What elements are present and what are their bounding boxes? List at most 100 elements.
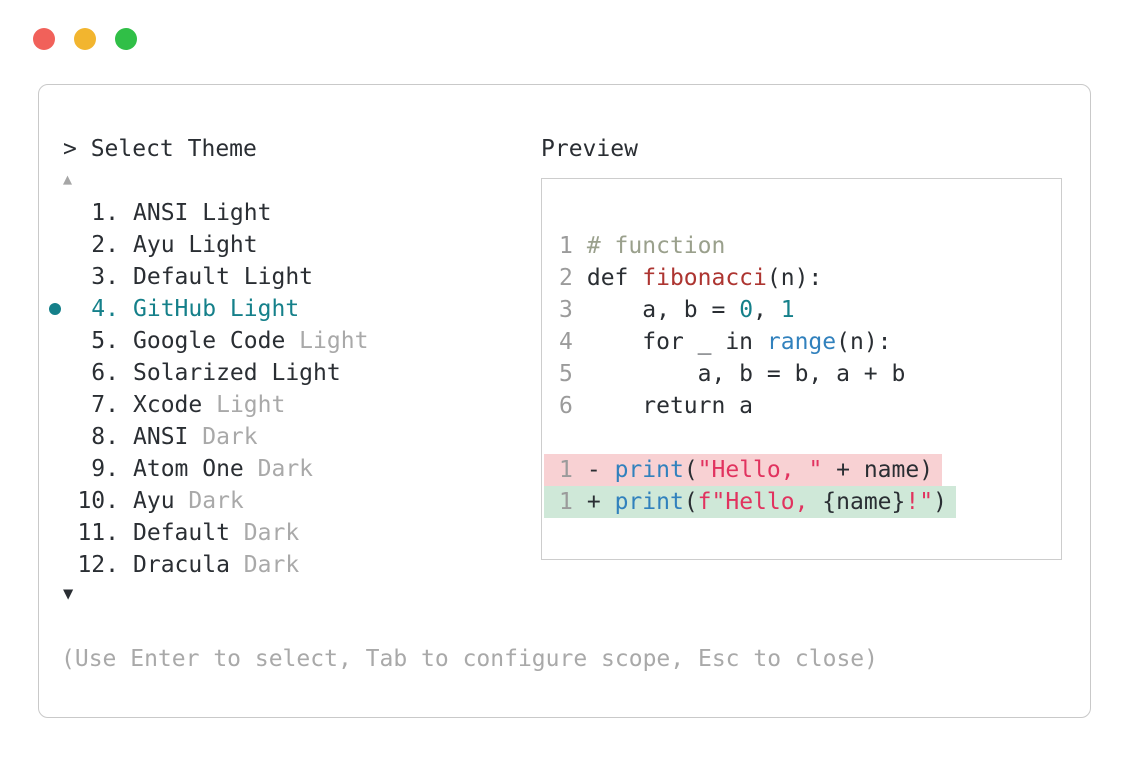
diff-highlight-added: 1+ print(f"Hello, {name}!") [544, 486, 956, 518]
theme-variant: Light [202, 392, 286, 418]
code-token: ) [933, 489, 947, 515]
theme-variant: Dark [174, 488, 244, 514]
theme-item-github-light[interactable]: 4. GitHub Light [49, 293, 368, 325]
code-token: , [753, 297, 781, 323]
theme-number: 4. [91, 296, 119, 322]
theme-name: Solarized Light [133, 360, 341, 386]
selected-indicator [49, 303, 61, 315]
theme-variant: Dark [188, 424, 258, 450]
code-token: print [614, 457, 684, 483]
code-line: 6 return a [542, 390, 1061, 422]
code-token: a, b = [586, 297, 740, 323]
theme-number: 1. [91, 200, 119, 226]
theme-name: GitHub Light [133, 296, 300, 322]
theme-number: 9. [91, 456, 119, 482]
line-number: 2 [559, 265, 573, 291]
theme-number: 12. [77, 552, 119, 578]
code-token: (n): [836, 329, 892, 355]
code-token: !" [905, 489, 934, 515]
theme-name: ANSI Light [133, 200, 272, 226]
code-line: 2 def fibonacci(n): [542, 262, 1061, 294]
code-line: 5 a, b = b, a + b [542, 358, 1061, 390]
theme-picker-panel: > Select Theme ▲ 1. ANSI Light 2. Ayu Light… [38, 84, 1091, 718]
code-token: {name} [822, 489, 906, 515]
line-number: 5 [559, 361, 573, 387]
theme-name: Default Light [133, 264, 314, 290]
code-token: def [586, 265, 643, 291]
line-number: 1 [559, 457, 573, 483]
maximize-button[interactable] [115, 28, 137, 50]
theme-item-ansi-light[interactable]: 1. ANSI Light [63, 197, 368, 229]
theme-item-xcode[interactable]: 7. Xcode Light [63, 389, 368, 421]
code-token: 0 [739, 297, 754, 323]
theme-number: 10. [77, 488, 119, 514]
code-token: range [766, 329, 837, 355]
theme-name: Default [133, 520, 230, 546]
code-token: ( [683, 489, 698, 515]
theme-number: 6. [91, 360, 119, 386]
theme-list: 1. ANSI Light 2. Ayu Light 3. Default Light 4.… [49, 197, 368, 581]
diff-line-removed: 1- print("Hello, " + name) [542, 454, 1061, 486]
theme-item-ayu[interactable]: 10. Ayu Dark [63, 485, 368, 517]
code-line: 1 # function [542, 230, 1061, 262]
minimize-button[interactable] [74, 28, 96, 50]
theme-name: ANSI [133, 424, 189, 450]
theme-variant: Dark [243, 456, 314, 482]
theme-name: Google Code [133, 328, 286, 354]
theme-item-dracula[interactable]: 12. Dracula Dark [63, 549, 368, 581]
theme-item-solarized-light[interactable]: 6. Solarized Light [63, 357, 368, 389]
code-token: + name) [822, 457, 934, 483]
theme-variant: Dark [229, 520, 300, 546]
code-token: for _ in [586, 329, 767, 355]
diff-highlight-removed: 1- print("Hello, " + name) [544, 454, 943, 486]
code-token: f"Hello, [697, 489, 823, 515]
theme-variant: Light [285, 328, 369, 354]
code-token: (n): [766, 265, 823, 291]
code-line: 4 for _ in range(n): [542, 326, 1061, 358]
diff-line-added: 1+ print(f"Hello, {name}!") [542, 486, 1061, 518]
theme-item-atom-one[interactable]: 9. Atom One Dark [63, 453, 368, 485]
window-controls [33, 28, 137, 50]
code-token: return a [586, 393, 754, 419]
theme-item-default-light[interactable]: 3. Default Light [63, 261, 368, 293]
theme-number: 5. [91, 328, 119, 354]
code-token: - [586, 457, 615, 483]
theme-number: 2. [91, 232, 119, 258]
code-token: fibonacci [642, 265, 767, 291]
line-number: 3 [559, 297, 573, 323]
theme-name: Atom One [133, 456, 244, 482]
code-token: + [586, 489, 615, 515]
theme-name: Ayu [133, 488, 175, 514]
theme-number: 3. [91, 264, 119, 290]
line-number: 6 [559, 393, 573, 419]
code-line: 3 a, b = 0, 1 [542, 294, 1061, 326]
code-token: ( [683, 457, 698, 483]
scroll-down-icon[interactable]: ▼ [63, 584, 74, 604]
theme-number: 11. [77, 520, 119, 546]
line-number: 1 [559, 233, 573, 259]
code-token: a, b = b, a + b [586, 361, 906, 387]
theme-item-default[interactable]: 11. Default Dark [63, 517, 368, 549]
theme-item-google-code[interactable]: 5. Google Code Light [63, 325, 368, 357]
theme-item-ansi[interactable]: 8. ANSI Dark [63, 421, 368, 453]
code-token: # function [586, 233, 726, 259]
code-token: 1 [780, 297, 795, 323]
line-number: 1 [559, 489, 573, 515]
theme-number: 7. [91, 392, 119, 418]
theme-variant: Dark [229, 552, 300, 578]
blank-line [542, 422, 1061, 454]
line-number: 4 [559, 329, 573, 355]
close-button[interactable] [33, 28, 55, 50]
theme-item-ayu-light[interactable]: 2. Ayu Light [63, 229, 368, 261]
code-token: "Hello, " [697, 457, 823, 483]
page-title: > Select Theme [63, 136, 257, 162]
scroll-up-icon[interactable]: ▲ [63, 170, 73, 188]
theme-name: Xcode [133, 392, 203, 418]
theme-name: Dracula [133, 552, 230, 578]
theme-name: Ayu Light [133, 232, 258, 258]
keyboard-hint: (Use Enter to select, Tab to configure s… [61, 646, 878, 672]
theme-number: 8. [91, 424, 119, 450]
preview-title: Preview [541, 136, 638, 162]
